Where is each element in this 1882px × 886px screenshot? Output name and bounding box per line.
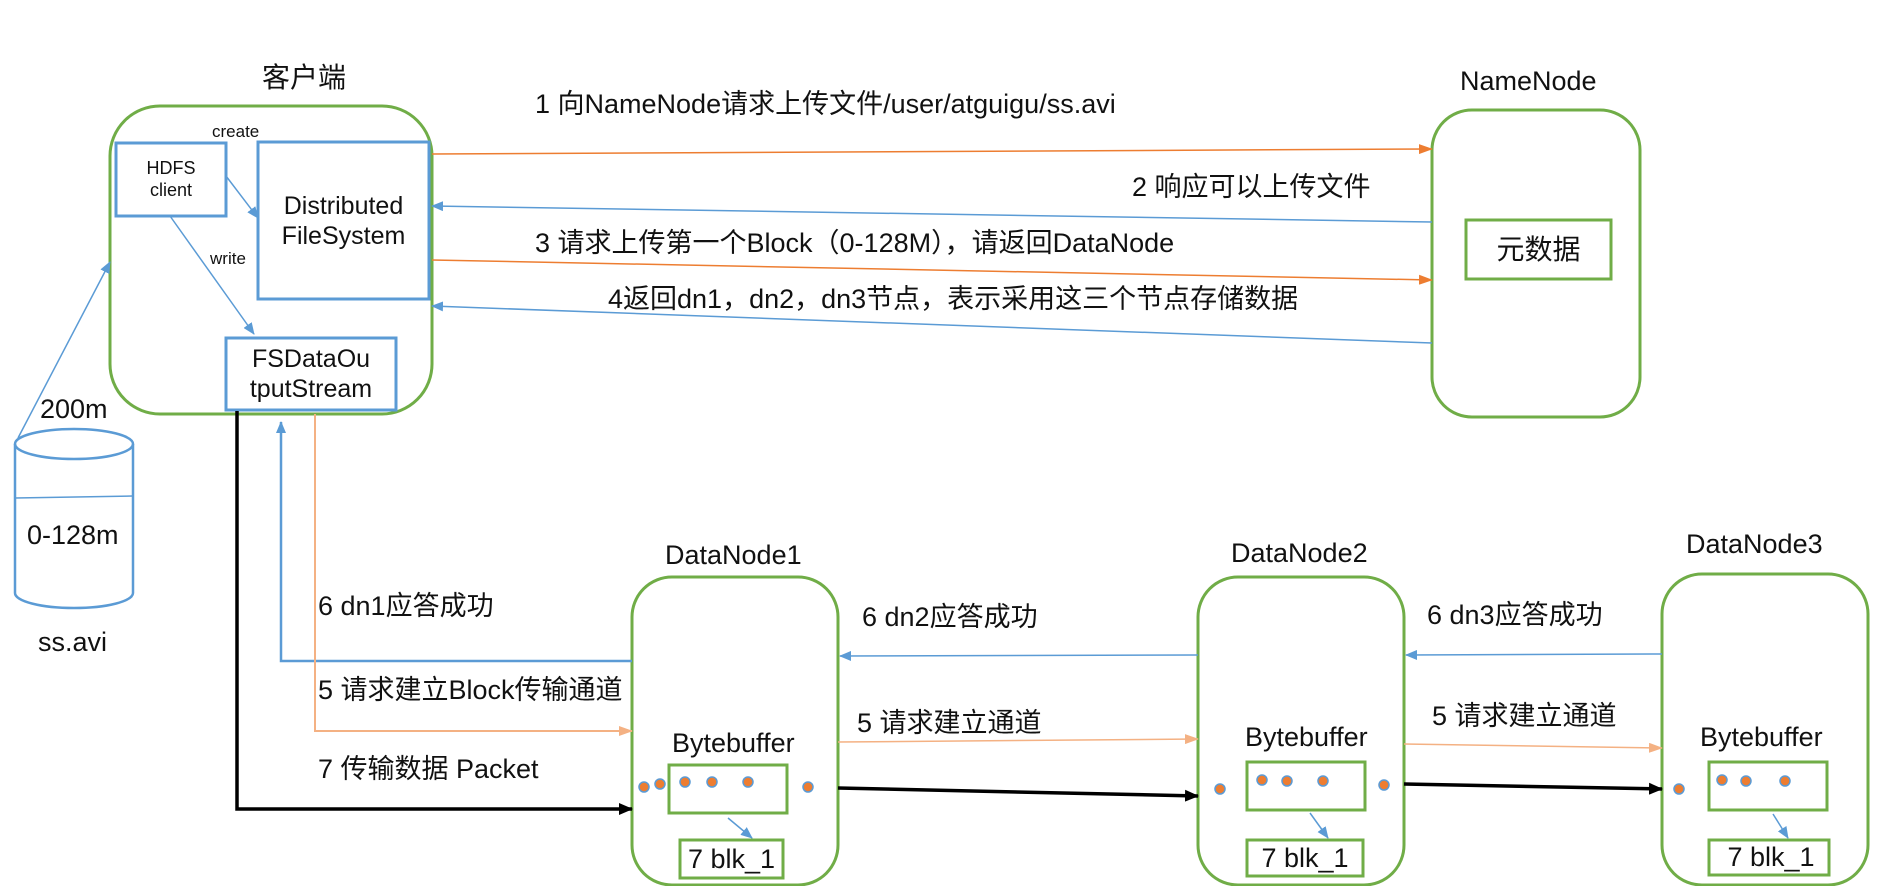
hdfs-client-box [114,141,228,218]
fsdataoutputstream-label: FSDataOu tputStream [249,345,373,403]
step6-dn1-ack-path [276,421,632,663]
step6-dn1-label: 6 dn1应答成功 [318,591,494,621]
write-label: write [210,249,246,268]
create-arrow [225,175,259,219]
step7-data-path [235,411,633,815]
step3-arrow [431,259,1433,285]
step3-label: 3 请求上传第一个Block（0-128M），请返回DataNode [535,228,1175,258]
create-label: create [212,122,260,141]
step7-dn1-data-arrow [837,786,1199,802]
metadata-box [1464,218,1613,281]
dn3-blk-label: 7 blk_1 [1727,842,1815,873]
hdfs-client-label: HDFS client [146,157,196,200]
dn3-blk-box [1707,838,1831,877]
file-block-label: 0-128m [27,520,119,550]
file-to-client-arrow [17,261,111,439]
metadata-label: 元数据 [1496,233,1581,265]
step6-dn2-label: 6 dn2应答成功 [862,602,1038,632]
datanode1-title: DataNode1 [665,540,802,570]
packet-dots [638,774,1791,795]
dn1-blk-label: 7 blk_1 [687,843,776,874]
file-size-label: 200m [40,394,108,424]
fsdataoutputstream-box [224,336,398,412]
step7-label: 7 传输数据 Packet [318,754,539,784]
step5-dn1-request-arrow [837,734,1199,745]
namenode-container [1430,108,1642,419]
step1-arrow [431,144,1433,155]
file-name-label: ss.avi [38,627,108,657]
dn1-flush-arrow [727,817,753,839]
write-arrow [169,215,255,335]
dn3-buffer-box [1707,760,1829,812]
step5-client-request-path [314,414,633,736]
distributed-filesystem-box [256,140,431,301]
dn1-blk-box [678,838,785,880]
step2-arrow [431,201,1433,223]
file-cylinder [13,427,135,610]
dn1-buffer-label: Bytebuffer [672,728,795,758]
step4-arrow [431,301,1433,344]
step6-dn3-label: 6 dn3应答成功 [1427,600,1603,630]
dn2-buffer-label: Bytebuffer [1245,722,1368,752]
datanode3-container [1660,572,1870,886]
step4-label: 4返回dn1，dn2，dn3节点，表示采用这三个节点存储数据 [608,284,1299,314]
distributed-filesystem-label: Distributed FileSystem [281,191,406,250]
step5-dn1-label: 5 请求建立通道 [857,708,1042,738]
step6-dn2-ack-arrow [839,650,1199,661]
dn3-buffer-label: Bytebuffer [1700,722,1823,752]
dn2-blk-label: 7 blk_1 [1261,842,1349,873]
dn2-flush-arrow [1309,812,1329,839]
datanode3-title: DataNode3 [1686,529,1823,559]
step6-dn3-ack-arrow [1405,649,1663,660]
dn3-flush-arrow [1772,813,1789,839]
step5-dn2-label: 5 请求建立通道 [1432,701,1617,731]
namenode-title: NameNode [1460,66,1597,96]
dn1-buffer-box [667,763,789,815]
dn2-buffer-box [1245,760,1367,812]
datanode2-title: DataNode2 [1231,538,1368,568]
step5-client-label: 5 请求建立Block传输通道 [318,675,623,705]
step7-dn2-data-arrow [1403,782,1663,795]
step5-dn2-request-arrow [1403,742,1663,753]
datanode2-container [1196,575,1406,886]
step1-label: 1 向NameNode请求上传文件/user/atguigu/ss.avi [535,89,1116,119]
client-title: 客户端 [262,62,347,93]
step2-label: 2 响应可以上传文件 [1132,172,1371,202]
dn2-blk-box [1245,838,1365,878]
